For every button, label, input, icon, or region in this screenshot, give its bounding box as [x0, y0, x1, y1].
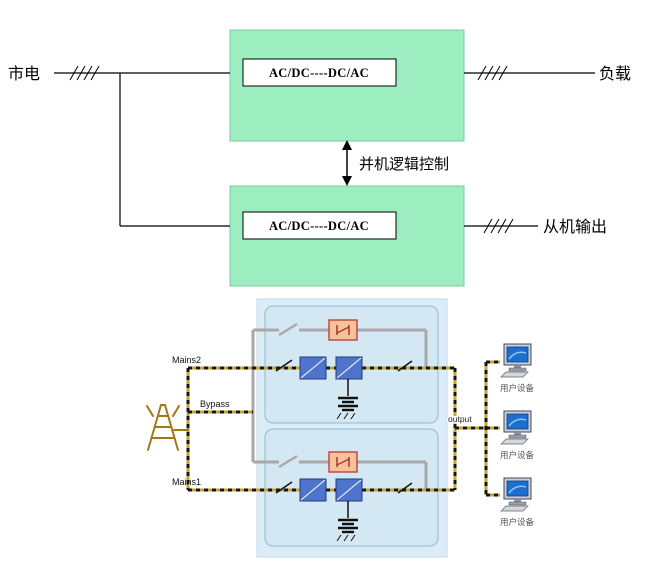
- hash-marks-slave-output: [483, 218, 514, 234]
- bypass-switch-2-icon: [278, 454, 298, 469]
- bypass-switch-1-icon: [278, 322, 298, 337]
- output-switch-1-icon: [397, 360, 413, 372]
- parallel-control-arrow: [342, 140, 352, 186]
- master-converter-label-box: [242, 58, 397, 87]
- output-label: output: [448, 414, 472, 424]
- slave-output-label: 从机输出: [543, 218, 607, 236]
- static-switch-1-icon: [328, 319, 358, 341]
- computer-icon: [500, 477, 532, 512]
- hash-marks-load: [477, 65, 508, 81]
- load-label: 负载: [599, 65, 631, 83]
- output-switch-2-icon: [397, 482, 413, 494]
- inverter-2-icon: [335, 478, 363, 502]
- computer-icon: [500, 410, 532, 445]
- mains2-label: Mains2: [172, 355, 201, 365]
- user-device-label: 用户设备: [500, 450, 535, 460]
- rectifier-1-icon: [299, 356, 327, 380]
- computer-icon: [500, 343, 532, 378]
- slave-converter-label-box: [242, 211, 397, 240]
- top-diagram: AC/DC----DC/AC AC/DC----DC/AC 市电 负载 从机输出…: [8, 29, 631, 287]
- inverter-1-icon: [335, 356, 363, 380]
- input-switch-2-icon: [275, 481, 293, 494]
- hash-marks-mains: [69, 65, 100, 81]
- bottom-diagram: Mains2 Bypass Mains1 output 用户设备 用户设备 用户…: [146, 298, 535, 558]
- master-converter-label: AC/DC----DC/AC: [269, 66, 369, 80]
- static-switch-2-icon: [328, 451, 358, 473]
- slave-converter-label: AC/DC----DC/AC: [269, 219, 369, 233]
- mains-label: 市电: [8, 65, 40, 83]
- mains1-label: Mains1: [172, 477, 201, 487]
- parallel-control-label: 并机逻辑控制: [359, 156, 449, 173]
- input-switch-1-icon: [275, 359, 293, 372]
- utility-tower-icon: [146, 404, 189, 451]
- bypass-label: Bypass: [200, 399, 230, 409]
- user-device-label: 用户设备: [500, 517, 535, 527]
- rectifier-2-icon: [299, 478, 327, 502]
- user-device-label: 用户设备: [500, 383, 535, 393]
